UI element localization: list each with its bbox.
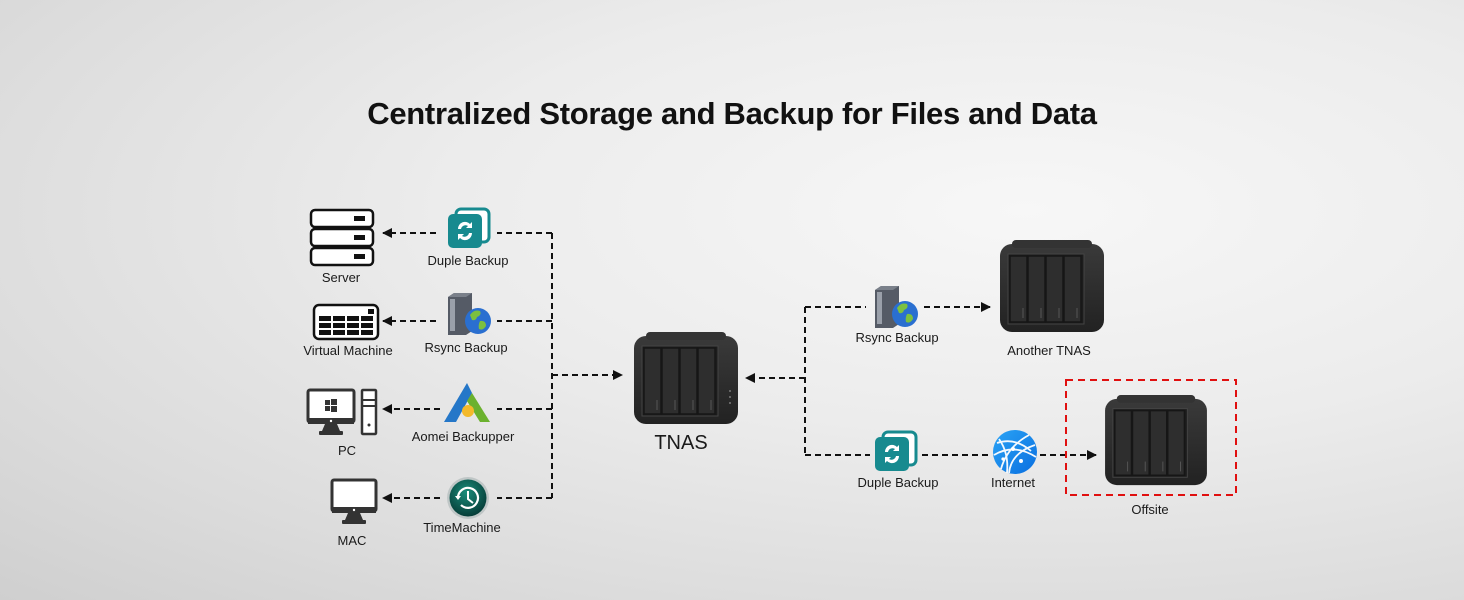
aomei-backupper-icon bbox=[444, 383, 490, 422]
client-label-mac: MAC bbox=[337, 533, 367, 548]
virtual-machine-icon bbox=[312, 303, 380, 341]
target-label-offsite: Offsite bbox=[1131, 502, 1169, 517]
client-label-server: Server bbox=[321, 270, 361, 285]
tool-label-duple-backup: Duple Backup bbox=[427, 253, 509, 268]
another-tnas-device-icon bbox=[1000, 240, 1104, 332]
tnas-device-icon bbox=[634, 332, 738, 424]
mac-icon bbox=[330, 478, 378, 524]
tool-label-rsync-backup-right: Rsync Backup bbox=[855, 330, 939, 345]
tool-label-aomei-backupper: Aomei Backupper bbox=[411, 429, 515, 444]
server-icon bbox=[309, 208, 375, 267]
offsite-highlight-box bbox=[1065, 379, 1237, 496]
duple-backup-icon bbox=[448, 207, 491, 248]
timemachine-icon bbox=[447, 477, 489, 519]
tool-label-rsync-backup: Rsync Backup bbox=[424, 340, 508, 355]
tool-label-timemachine: TimeMachine bbox=[423, 520, 501, 535]
internet-globe-icon bbox=[993, 430, 1037, 474]
center-label-tnas: TNAS bbox=[654, 432, 708, 454]
duple-backup-icon bbox=[875, 430, 918, 471]
target-label-another-tnas: Another TNAS bbox=[1007, 343, 1091, 358]
offsite-nas-device-icon bbox=[1105, 394, 1207, 486]
client-label-virtual-machine: Virtual Machine bbox=[303, 343, 393, 358]
tool-label-duple-backup-right: Duple Backup bbox=[857, 475, 939, 490]
client-label-pc: PC bbox=[337, 443, 357, 458]
rsync-backup-icon bbox=[875, 286, 918, 328]
rsync-backup-icon bbox=[448, 293, 491, 335]
via-label-internet: Internet bbox=[990, 475, 1036, 490]
pc-icon bbox=[306, 388, 378, 436]
page-title: Centralized Storage and Backup for Files… bbox=[367, 96, 1097, 131]
